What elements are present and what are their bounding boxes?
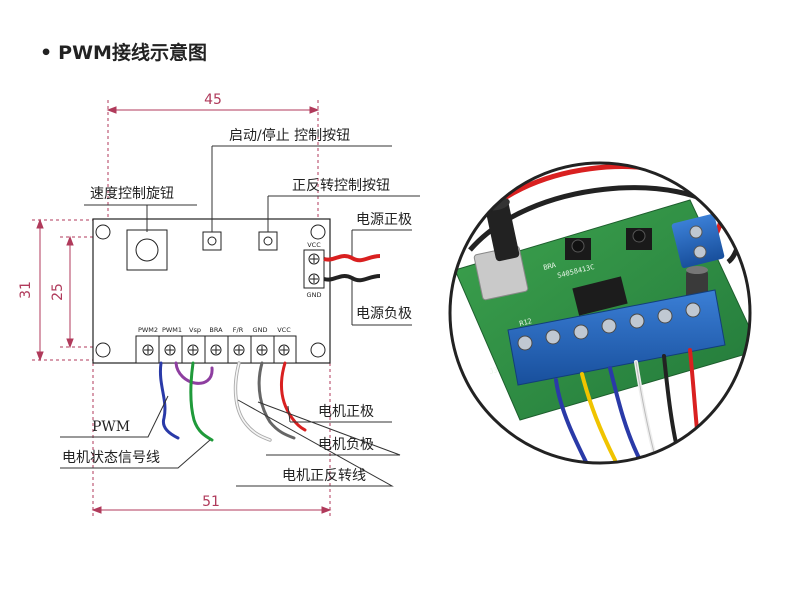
callout-pwm: PWM [92, 419, 130, 435]
signal-terminal-screws [142, 344, 290, 356]
mount-hole-tr [310, 224, 326, 240]
dimension-top [106, 100, 320, 218]
callout-start-stop: 启动/停止 控制按钮 [229, 127, 350, 144]
dimension-left-inner-value: 25 [50, 283, 66, 301]
power-gnd-label: GND [307, 291, 322, 299]
terminal-label-pwm1: PWM1 [162, 326, 182, 334]
title-bullet: • [40, 42, 53, 64]
dimension-left-outer [32, 218, 95, 362]
signal-wires [158, 361, 307, 442]
dimension-left-outer-value: 31 [18, 281, 34, 299]
callout-power-positive: 电源正极 [356, 212, 412, 228]
dimension-top-value: 45 [204, 92, 222, 108]
callout-fwd-rev-wire: 电机正反转线 [282, 468, 366, 484]
silk-r12: R12 [519, 317, 533, 328]
callout-lines [60, 145, 420, 487]
terminal-label-vsp: Vsp [189, 326, 201, 334]
start-stop-button-icon [207, 236, 217, 246]
signal-terminal-block [135, 335, 297, 364]
power-wire-red [323, 254, 381, 263]
terminal-label-fr: F/R [233, 326, 244, 334]
board-photo: S4058413C BRA R12 J3 [450, 163, 750, 463]
fwd-rev-button-icon [263, 236, 273, 246]
dimension-bottom-value: 51 [202, 494, 220, 510]
power-vcc-label: VCC [307, 241, 321, 249]
speed-knob-icon [135, 238, 159, 262]
callout-speed-knob: 速度控制旋钮 [90, 186, 174, 202]
mount-hole-tl [95, 224, 111, 240]
callout-status-signal: 电机状态信号线 [62, 450, 160, 466]
dimension-bottom [91, 363, 332, 518]
title-text: PWM接线示意图 [58, 42, 207, 64]
terminal-label-bra: BRA [209, 326, 223, 334]
page-title: •PWM接线示意图 [40, 38, 207, 65]
callout-motor-negative: 电机负极 [318, 437, 374, 453]
silk-bra: BRA [543, 261, 558, 272]
callout-motor-positive: 电机正极 [318, 404, 374, 420]
terminal-label-gnd: GND [253, 326, 268, 334]
silk-j3: J3 [489, 366, 499, 376]
power-wire-black [323, 274, 381, 283]
terminal-label-vcc: VCC [277, 326, 291, 334]
photo-frame [448, 161, 752, 465]
callout-fwd-rev-button: 正反转控制按钮 [292, 178, 390, 194]
mount-hole-bl [95, 342, 111, 358]
callout-power-negative: 电源负极 [356, 306, 412, 322]
terminal-label-pwm2: PWM2 [138, 326, 158, 334]
dimension-left-inner [60, 235, 100, 349]
mount-hole-br [310, 342, 326, 358]
